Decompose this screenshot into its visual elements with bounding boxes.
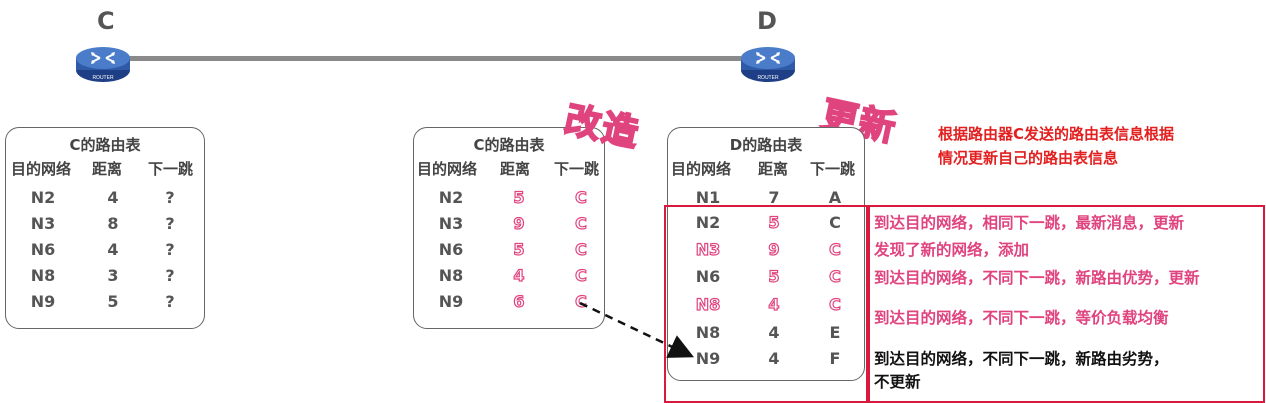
table-cell: 4 bbox=[513, 265, 525, 285]
annotation-line: 不更新 bbox=[874, 373, 921, 391]
table-cell: N9 bbox=[438, 292, 464, 311]
table-cell: E bbox=[829, 323, 841, 342]
table-cell: 7 bbox=[768, 188, 780, 207]
table-cell: 4 bbox=[768, 349, 780, 368]
table-cell: C bbox=[829, 213, 841, 232]
annotation-update: 到达目的网络，相同下一跳，最新消息，更新 bbox=[874, 214, 1185, 232]
table-cell: ? bbox=[165, 266, 175, 285]
table-cell: 5 bbox=[513, 187, 525, 207]
table-cell: 4 bbox=[107, 188, 119, 207]
table-cell: N3 bbox=[695, 239, 721, 259]
table-c: C的路由表 目的网络 距离 下一跳 N2 4 ? N3 8 ? N6 4 ? N… bbox=[5, 127, 205, 329]
table-cell: N8 bbox=[695, 323, 721, 342]
annotation-load-balance: 到达目的网络，不同下一跳，等价负载均衡 bbox=[874, 309, 1169, 327]
table-cell: 8 bbox=[107, 214, 119, 233]
table-cell: C bbox=[829, 266, 842, 286]
table-cell: F bbox=[829, 349, 841, 368]
link-c-d bbox=[120, 56, 760, 61]
table-cell: N9 bbox=[695, 349, 721, 368]
header-nexthop: 下一跳 bbox=[810, 160, 856, 178]
table-cell: 3 bbox=[107, 266, 119, 285]
table-cell: 4 bbox=[768, 323, 780, 342]
table-cell: 5 bbox=[107, 292, 119, 311]
header-distance: 距离 bbox=[758, 160, 789, 178]
annotation-add: 发现了新的网络，添加 bbox=[874, 241, 1030, 259]
table-cell: ? bbox=[165, 292, 175, 311]
header-nexthop: 下一跳 bbox=[554, 160, 600, 178]
annotation-worse-route: 到达目的网络，不同下一跳，新路由劣势， 不更新 bbox=[874, 348, 1169, 394]
highlight-frame-rows bbox=[664, 205, 870, 403]
table-cell: N1 bbox=[695, 188, 721, 207]
table-cell: 6 bbox=[513, 291, 525, 311]
table-cell: 5 bbox=[768, 212, 780, 232]
table-cell: ? bbox=[165, 214, 175, 233]
header-nexthop: 下一跳 bbox=[148, 160, 194, 178]
table-cell: N9 bbox=[30, 292, 56, 311]
table-cell: 4 bbox=[107, 240, 119, 259]
table-cell: 5 bbox=[768, 266, 780, 286]
annotation-line: 到达目的网络，不同下一跳，新路由劣势， bbox=[874, 350, 1169, 368]
table-c-modified: C的路由表 目的网络 距离 下一跳 N2 5 C N3 9 C N6 5 C N… bbox=[413, 127, 605, 329]
table-d: D的路由表 目的网络 距离 下一跳 N1 7 A N2 5 C N3 9 C N… bbox=[667, 127, 865, 381]
table-cell: N6 bbox=[30, 240, 56, 259]
table-c-modified-title: C的路由表 bbox=[473, 136, 545, 154]
table-cell: C bbox=[575, 265, 588, 285]
table-cell: N6 bbox=[695, 267, 721, 286]
table-c-title: C的路由表 bbox=[69, 136, 141, 154]
table-cell: N2 bbox=[438, 188, 464, 207]
highlight-frame-annotations bbox=[866, 205, 1265, 403]
table-cell: N8 bbox=[438, 266, 464, 285]
table-cell: C bbox=[829, 294, 842, 314]
table-cell: N6 bbox=[438, 240, 464, 259]
table-cell: N3 bbox=[30, 214, 56, 233]
header-dest: 目的网络 bbox=[417, 160, 478, 178]
table-cell: C bbox=[575, 187, 588, 207]
explanation-note-line: 情况更新自己的路由表信息 bbox=[938, 149, 1119, 167]
table-cell: 4 bbox=[768, 294, 780, 314]
table-cell: N8 bbox=[30, 266, 56, 285]
header-distance: 距离 bbox=[92, 160, 123, 178]
table-cell: 9 bbox=[768, 239, 780, 259]
explanation-note-line: 根据路由器C发送的路由表信息根据 bbox=[938, 125, 1175, 143]
table-cell: 5 bbox=[513, 239, 525, 259]
table-cell: 9 bbox=[513, 213, 525, 233]
dashed-arrow bbox=[579, 301, 695, 358]
router-caption: ROUTER bbox=[92, 75, 114, 81]
router-icon: ROUTER bbox=[739, 44, 797, 84]
table-cell: C bbox=[575, 291, 588, 311]
table-cell: C bbox=[829, 239, 842, 259]
annotation-better-route: 到达目的网络，不同下一跳，新路由优势，更新 bbox=[874, 269, 1200, 287]
router-icon: ROUTER bbox=[74, 44, 132, 84]
table-cell: ? bbox=[165, 240, 175, 259]
router-d-label: D bbox=[757, 7, 777, 35]
table-d-title: D的路由表 bbox=[729, 136, 803, 154]
table-cell: C bbox=[575, 239, 588, 259]
header-distance: 距离 bbox=[500, 160, 531, 178]
router-caption: ROUTER bbox=[757, 75, 779, 81]
table-cell: A bbox=[828, 188, 842, 207]
router-c-label: C bbox=[97, 7, 115, 35]
header-dest: 目的网络 bbox=[11, 160, 72, 178]
table-cell: N3 bbox=[438, 214, 464, 233]
table-cell: C bbox=[575, 213, 588, 233]
table-cell: N2 bbox=[30, 188, 56, 207]
table-cell: ? bbox=[165, 188, 175, 207]
explanation-note: 根据路由器C发送的路由表信息根据 情况更新自己的路由表信息 bbox=[938, 122, 1174, 170]
header-dest: 目的网络 bbox=[671, 160, 732, 178]
table-cell: N8 bbox=[695, 294, 721, 314]
table-cell: N2 bbox=[695, 213, 721, 232]
